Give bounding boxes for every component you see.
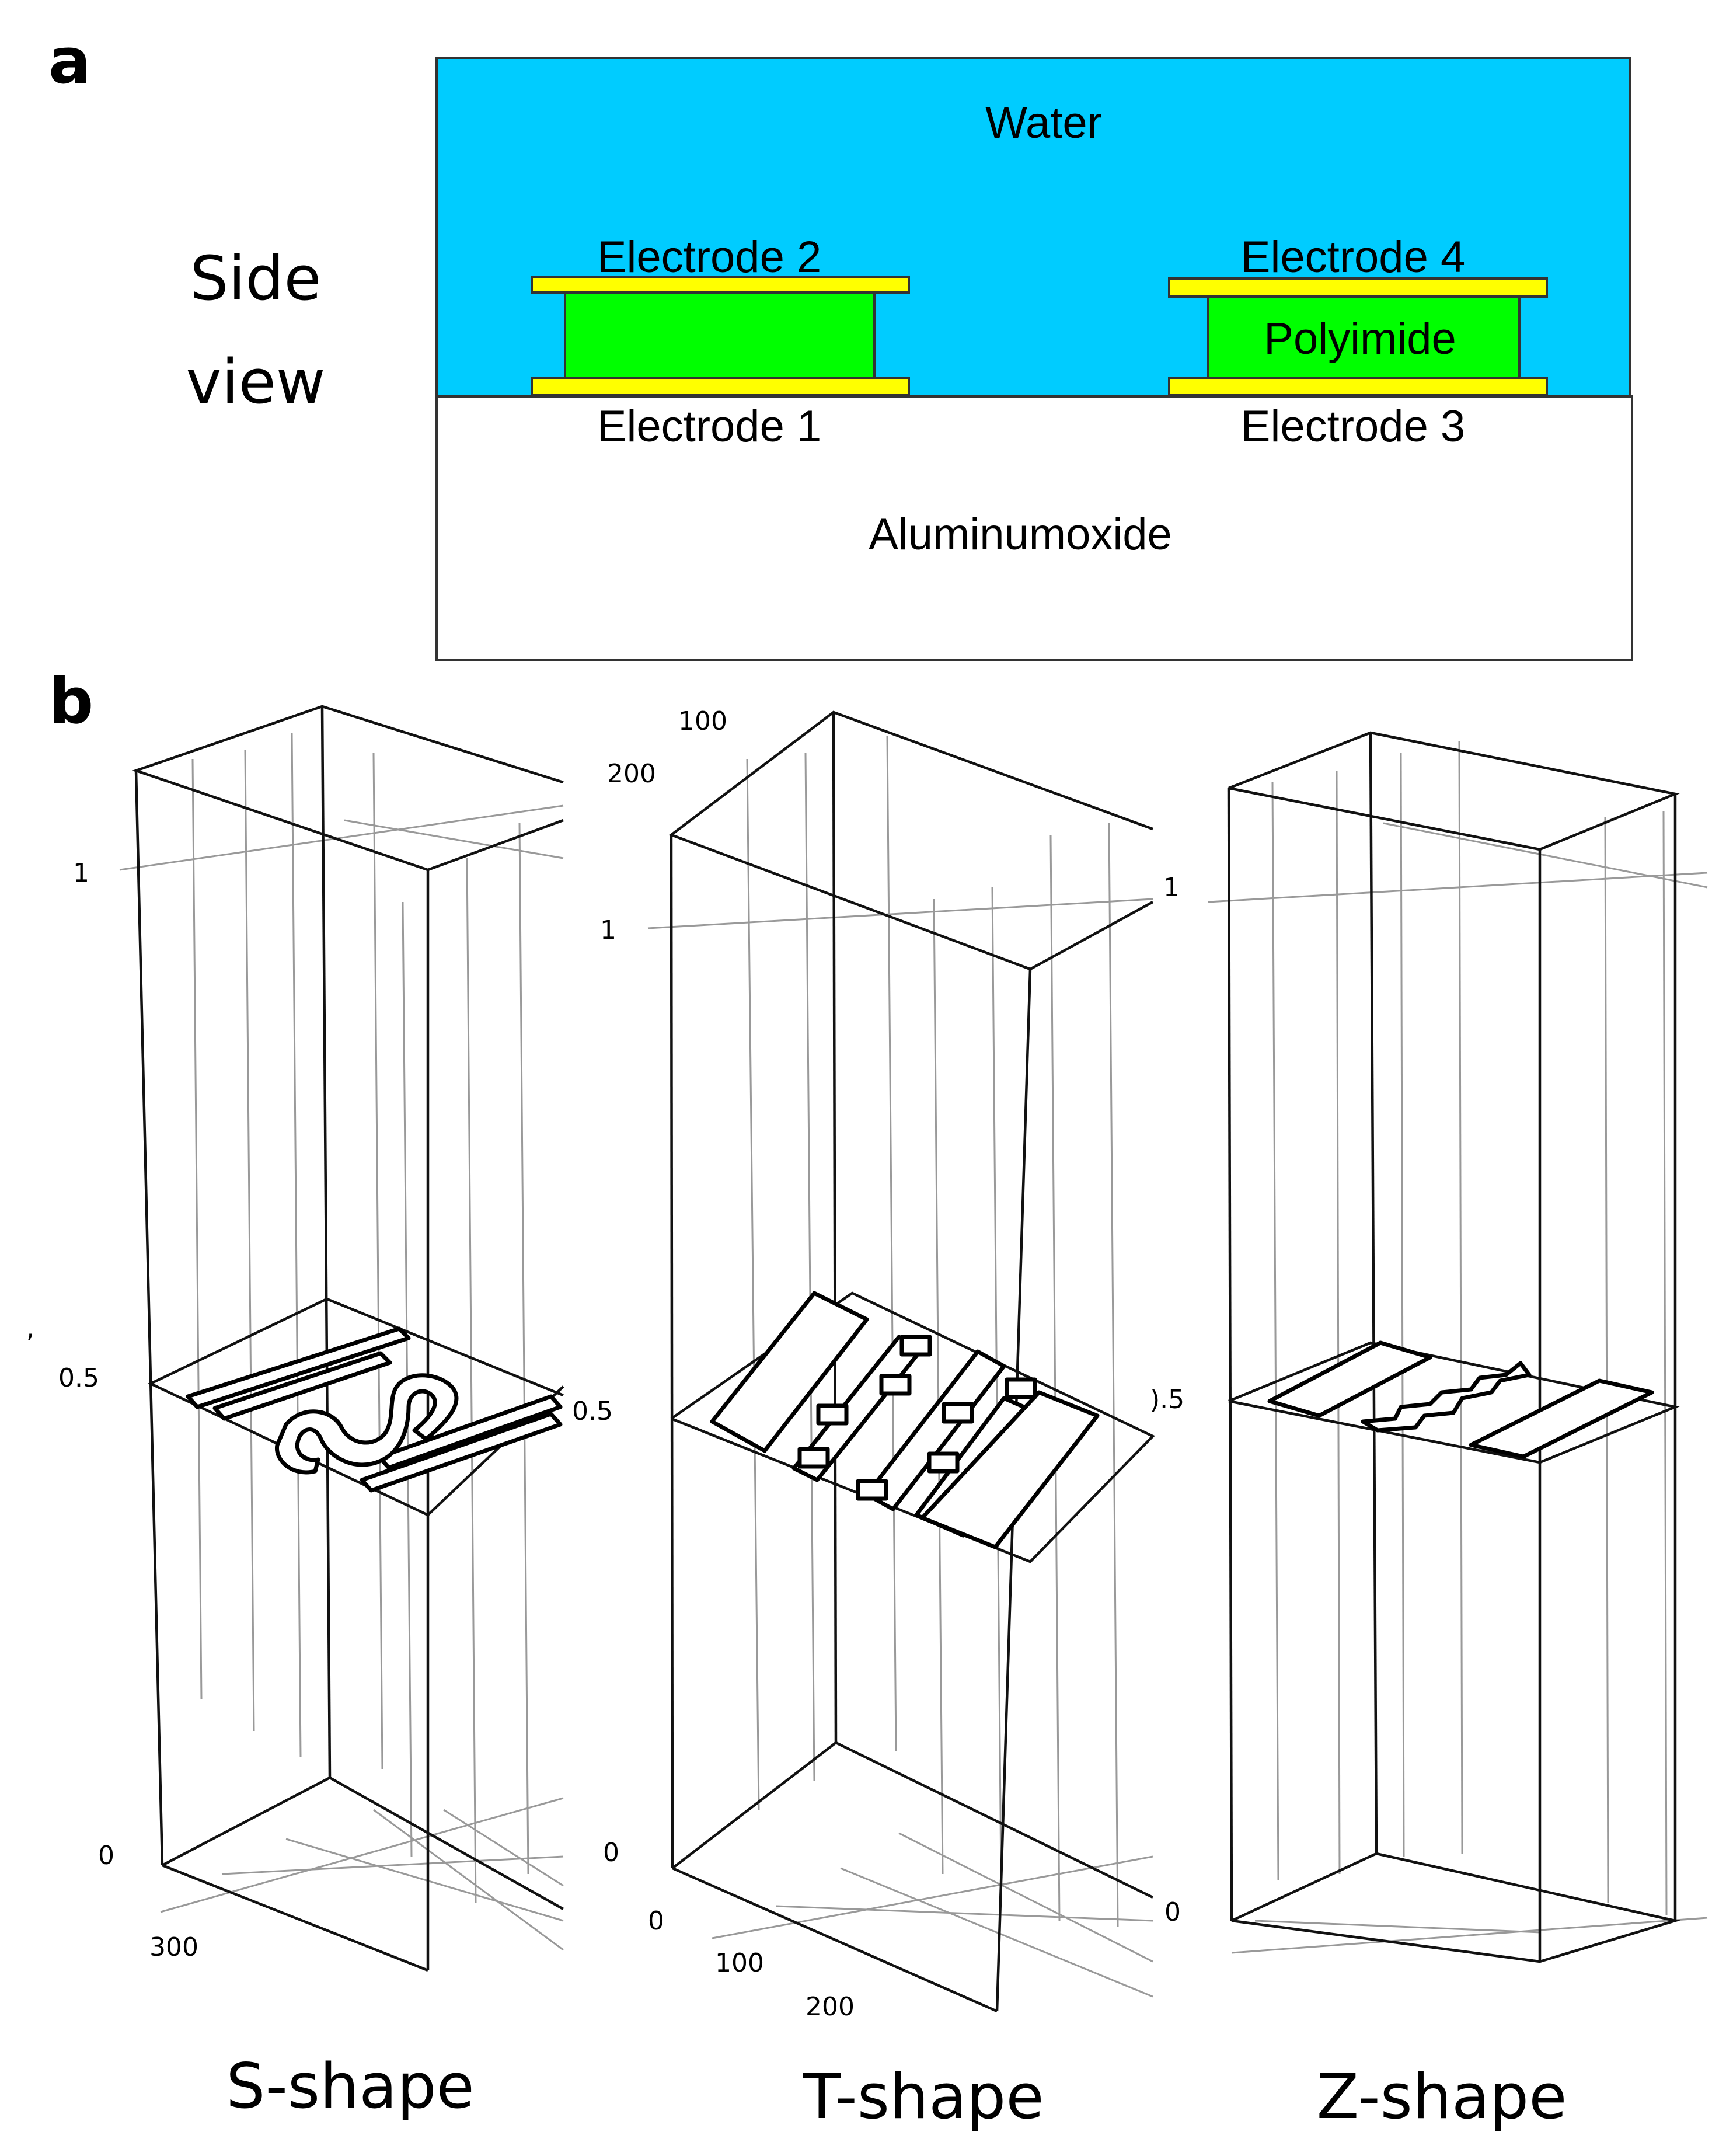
side-view-label-line1: Side bbox=[190, 243, 322, 314]
t-shape-bar-1 bbox=[710, 1291, 869, 1453]
s-shape-caption: S-shape bbox=[226, 2050, 474, 2122]
electrode-3-label: Electrode 3 bbox=[1241, 402, 1465, 451]
t-shape-pad-1 bbox=[899, 1335, 932, 1357]
t-shape-top-tick-100: 100 bbox=[678, 706, 727, 736]
electrode-4-bar bbox=[1168, 277, 1548, 298]
z-shape-z-tick-0: 0 bbox=[1164, 1897, 1181, 1927]
electrode-4-label: Electrode 4 bbox=[1241, 232, 1465, 282]
s-shape-z-tick-0: 0 bbox=[98, 1841, 114, 1871]
panel-a-letter: a bbox=[48, 25, 91, 98]
s-shape-grid bbox=[119, 732, 564, 1951]
s-shape-z-tick-1: 1 bbox=[73, 858, 89, 888]
t-shape-xy-tick-200: 200 bbox=[806, 1992, 855, 2022]
t-shape-xy-tick-0: 0 bbox=[648, 1906, 664, 1936]
t-shape-bar-4 bbox=[920, 1390, 1100, 1549]
z-shape-finger-right bbox=[1469, 1378, 1654, 1459]
t-shape-pad-4 bbox=[797, 1447, 830, 1469]
t-shape-z-tick-1: 1 bbox=[600, 915, 616, 945]
s-shape-box bbox=[132, 705, 564, 1972]
water-label: Water bbox=[985, 98, 1102, 148]
t-shape-z-tick-05: 0.5 bbox=[572, 1396, 613, 1426]
electrode-3-bar bbox=[1168, 377, 1548, 396]
t-shape-xy-tick-100: 100 bbox=[715, 1948, 764, 1978]
side-view-label-line2: view bbox=[186, 346, 325, 417]
t-shape-top-tick-200: 200 bbox=[607, 759, 656, 789]
polyimide-right bbox=[1207, 295, 1521, 380]
t-shape-grid bbox=[647, 735, 1153, 1998]
polyimide-left bbox=[564, 290, 876, 380]
s-shape-xy-tick-300: 300 bbox=[149, 1932, 198, 1962]
s-shape-serpentine bbox=[274, 1373, 459, 1475]
t-shape-box bbox=[668, 710, 1155, 2013]
t-shape-pad-3 bbox=[816, 1403, 849, 1426]
z-shape-grid bbox=[1208, 741, 1708, 1954]
t-shape-z-tick-0: 0 bbox=[603, 1838, 619, 1868]
s-shape-z-tick-05: 0.5 bbox=[58, 1363, 99, 1393]
z-shape-finger-left bbox=[1267, 1340, 1432, 1418]
s-shape-finger-right-inner bbox=[377, 1394, 563, 1470]
t-shape-caption: T-shape bbox=[802, 2061, 1044, 2133]
cross-section-diagram: Water Electrode 2 Electrode 4 Polyimide … bbox=[435, 57, 1633, 661]
z-shape-caption: Z-shape bbox=[1317, 2061, 1567, 2133]
electrode-1-label: Electrode 1 bbox=[597, 402, 821, 451]
z-shape-box bbox=[1227, 731, 1680, 1963]
t-shape-pad-7 bbox=[1005, 1377, 1037, 1399]
t-shape-electrodes bbox=[710, 1291, 1100, 1549]
electrode-1-bar bbox=[531, 377, 910, 396]
s-shape-finger-right bbox=[360, 1412, 563, 1493]
t-shape-pad-8 bbox=[856, 1479, 888, 1501]
z-shape-electrodes bbox=[1267, 1340, 1654, 1459]
s-shape-finger-left-inner bbox=[212, 1351, 392, 1421]
t-shape-bar-2 bbox=[864, 1349, 1006, 1511]
t-shape-pad-5 bbox=[942, 1402, 974, 1424]
z-shape-z-tick-05: ).5 bbox=[1150, 1385, 1184, 1415]
polyimide-label: Polyimide bbox=[1264, 314, 1456, 364]
t-shape-model: 100 200 1 0.5 0 0 100 200 bbox=[572, 706, 1155, 2022]
panel-b-letter: b bbox=[48, 665, 93, 738]
electrode-2-label: Electrode 2 bbox=[597, 232, 821, 282]
s-shape-electrodes bbox=[186, 1326, 563, 1493]
z-shape-z-tick-1: 1 bbox=[1163, 873, 1180, 903]
electrode-2-bar bbox=[531, 276, 910, 294]
aluminumoxide-label: Aluminumoxide bbox=[869, 510, 1172, 559]
t-shape-pad-6 bbox=[927, 1451, 960, 1474]
z-shape-model: 1 ).5 0 bbox=[1150, 731, 1708, 1963]
stray-mark: , bbox=[26, 1314, 34, 1343]
aluminumoxide-substrate bbox=[435, 395, 1633, 661]
s-shape-model: 1 0.5 0 300 bbox=[58, 705, 564, 1972]
s-shape-finger-left bbox=[186, 1326, 411, 1409]
z-shape-zigzag bbox=[1361, 1361, 1532, 1433]
t-shape-pad-2 bbox=[879, 1374, 912, 1396]
